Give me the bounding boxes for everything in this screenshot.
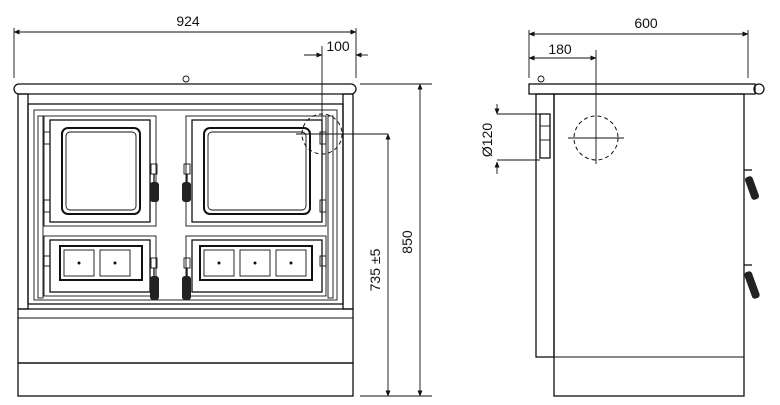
- side-door-hinge: [539, 113, 551, 159]
- dim-work-height: 735 ±5: [367, 248, 383, 291]
- upper-left-door: [43, 115, 157, 227]
- right-band: [327, 115, 334, 299]
- dim-flue-offset-front: 100: [326, 38, 350, 54]
- lower-right-door: [185, 235, 327, 297]
- upper-right-door: [185, 115, 327, 227]
- dim-flue-offset-side: 180: [548, 41, 572, 57]
- handle-lower-right: [182, 257, 191, 300]
- top-knob: [182, 75, 190, 83]
- lower-left-door: [43, 235, 157, 297]
- handle-upper-left: [150, 163, 159, 202]
- front-plinth: [17, 308, 354, 364]
- side-dimensions: 600 180 Ø120: [479, 15, 749, 174]
- side-handle-upper: [744, 169, 760, 200]
- front-cooktop: [13, 83, 357, 95]
- handle-upper-right: [182, 163, 191, 202]
- side-handle-lower: [744, 264, 760, 299]
- dim-total-depth: 600: [634, 15, 658, 31]
- side-front-door-profile: [535, 93, 555, 358]
- dim-flue-diameter: Ø120: [479, 123, 495, 157]
- side-rail-end: [753, 83, 765, 95]
- side-body: [553, 93, 745, 397]
- side-cooktop: [528, 83, 756, 95]
- side-top-knob: [537, 75, 545, 83]
- left-band: [37, 115, 44, 299]
- front-base: [17, 362, 354, 397]
- front-dimensions: 924 100 735 ±5 850: [13, 13, 432, 397]
- front-view: [13, 75, 388, 397]
- front-inner-frame: [33, 109, 338, 301]
- dim-total-width: 924: [176, 13, 200, 29]
- dim-total-height: 850: [399, 230, 415, 254]
- front-body: [27, 103, 344, 305]
- side-view: [528, 50, 765, 397]
- handle-lower-left: [150, 257, 159, 300]
- right-post: [342, 93, 354, 310]
- left-post: [17, 93, 29, 310]
